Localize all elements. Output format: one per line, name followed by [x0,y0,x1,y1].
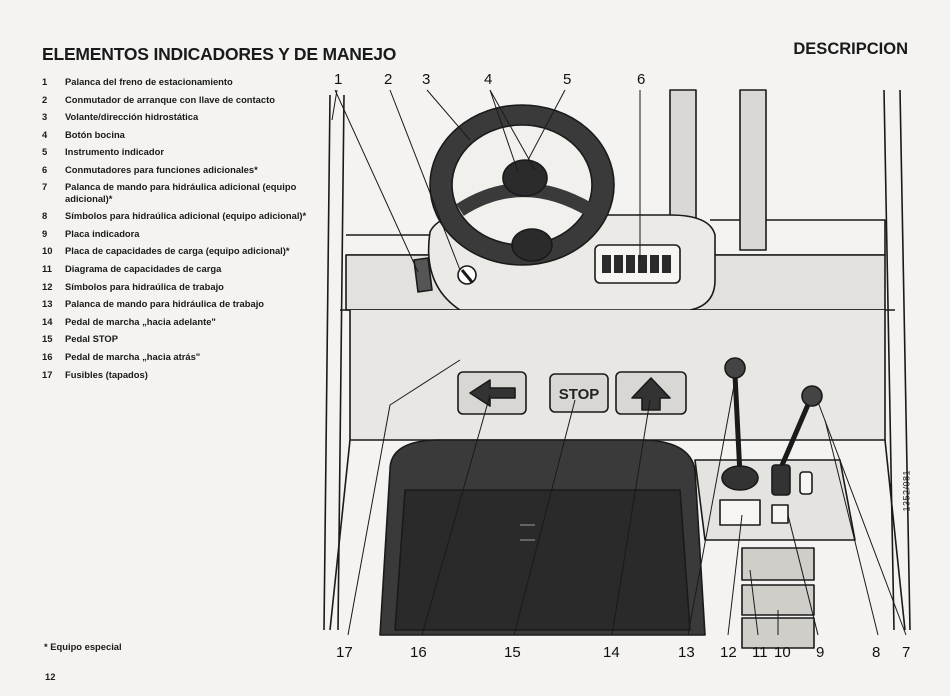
legend-item-number: 2 [42,93,48,105]
legend-item-text: Símbolos para hidraúlica de trabajo [65,280,224,292]
callout-5: 5 [563,71,571,88]
legend-item-text: Pedal de marcha „hacia atrás" [65,350,201,362]
legend-item: 11 Diagrama de capacidades de carga [42,263,332,274]
legend-item: 5 Instrumento indicador [42,146,332,157]
legend-item: 1 Palanca del freno de estacionamiento [42,76,332,87]
callout-4: 4 [484,71,492,88]
legend-item: 14 Pedal de marcha „hacia adelante" [42,316,332,327]
callout-12: 12 [720,644,737,661]
legend-item: 15 Pedal STOP [42,333,332,344]
right-pillar [899,89,911,631]
legend-item-text: Diagrama de capacidades de carga [65,263,222,275]
legend-item-number: 9 [42,227,48,239]
callout-9: 9 [816,644,824,661]
legend-item-text: Palanca del freno de estacionamiento [65,76,233,87]
legend-item: 17 Fusibles (tapados) [42,369,332,380]
callout-3: 3 [422,71,430,88]
legend-item-number: 5 [42,146,48,158]
legend-item-text: Palanca de mando para hidráulica adicion… [65,181,297,204]
callout-10: 10 [774,644,791,661]
legend-item-number: 14 [42,315,53,327]
callout-2: 2 [384,71,392,88]
legend-item-number: 15 [42,333,53,345]
page-title: ELEMENTOS INDICADORES Y DE MANEJO [42,44,397,64]
callout-7: 7 [902,644,910,661]
legend-item-number: 17 [42,368,53,380]
legend-item-text: Pedal STOP [65,333,118,345]
legend-item: 12 Símbolos para hidraúlica de trabajo [42,281,332,292]
legend-item-text: Conmutadores para funciones adicionales* [65,163,258,175]
legend-item-text: Conmutador de arranque con llave de cont… [65,93,275,105]
legend-item-number: 13 [42,298,53,310]
callout-14: 14 [603,644,620,661]
legend-item: 9 Placa indicadora [42,228,332,239]
legend-item-text: Fusibles (tapados) [65,368,148,380]
callout-17: 17 [336,644,353,661]
callout-6: 6 [637,71,645,88]
left-pillar [323,94,331,631]
callout-13: 13 [678,644,695,661]
section-title: DESCRIPCION [793,40,908,58]
legend-item: 3 Volante/dirección hidrostática [42,111,332,122]
legend-item: 13 Palanca de mando para hidráulica de tr… [42,298,332,309]
legend-item-number: 1 [42,76,48,87]
legend-item: 7 Palanca de mando para hidráulica adicio… [42,181,332,204]
callouts-bottom: 17 16 15 14 13 12 11 10 9 8 7 [336,644,910,661]
legend-item: 16 Pedal de marcha „hacia atrás" [42,351,332,362]
footnote: * Equipo especial [44,641,122,652]
callout-1: 1 [334,71,342,88]
legend-item-text: Botón bocina [65,128,125,140]
page-number: 12 [45,671,56,682]
legend-item-text: Volante/dirección hidrostática [65,111,199,123]
legend-item: 10 Placa de capacidades de carga (equipo … [42,245,332,256]
legend-item: 6 Conmutadores para funciones adicionales… [42,164,332,175]
legend-item-number: 7 [42,181,48,193]
legend-item: 8 Símbolos para hidraúlica adicional (equ… [42,210,332,221]
callout-11: 11 [752,644,768,661]
callout-8: 8 [872,644,880,661]
legend-item-number: 12 [42,280,53,292]
legend-item-number: 6 [42,163,48,175]
legend-item-text: Placa indicadora [65,227,140,239]
legend-item-number: 11 [42,263,52,275]
callout-16: 16 [410,644,427,661]
callouts-top: 1 2 3 4 5 6 [334,71,645,88]
legend-item-number: 16 [42,350,53,362]
callout-15: 15 [504,644,521,661]
legend-item: 4 Botón bocina [42,129,332,140]
stop-pedal-label: STOP [559,386,600,403]
legend-item-number: 4 [42,128,48,140]
cab-illustration: STOP 1 2 3 4 5 6 17 16 15 14 13 12 11 10… [323,71,911,661]
legend-item-text: Palanca de mando para hidráulica de trab… [65,298,265,310]
legend-item-text: Símbolos para hidraúlica adicional (equi… [65,210,307,222]
figure-reference-code: 1352/081 [902,470,912,512]
legend-item-text: Placa de capacidades de carga (equipo ad… [65,245,290,257]
legend-item-number: 10 [42,245,53,257]
legend-item-number: 3 [42,111,48,123]
legend-item-text: Pedal de marcha „hacia adelante" [65,315,216,327]
legend-item-number: 8 [42,210,48,222]
legend-item: 2 Conmutador de arranque con llave de con… [42,94,332,105]
legend-item-text: Instrumento indicador [65,146,164,158]
